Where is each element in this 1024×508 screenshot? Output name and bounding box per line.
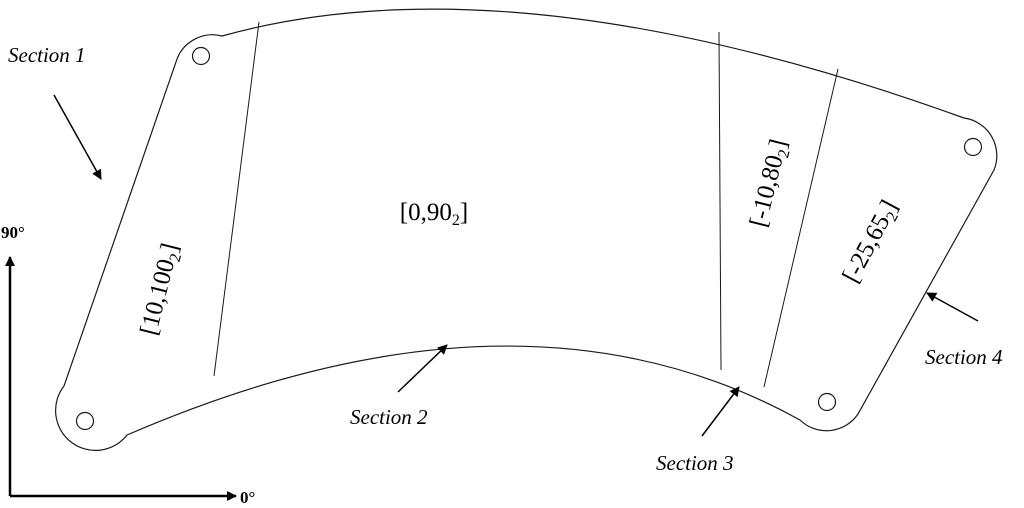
part-outline (54, 8, 998, 452)
divider-section-3-4 (763, 68, 839, 388)
section-label-1: Section 1 (8, 43, 86, 67)
divider-section-1-2 (213, 21, 260, 377)
layup-label-section-2: [0,902] (400, 199, 468, 229)
mounting-hole-bottom-right (817, 392, 837, 412)
section-label-2: Section 2 (350, 405, 428, 429)
pointer-arrow-section-2 (397, 344, 448, 393)
axis-label-90: 90° (1, 223, 25, 242)
layup-label-section-4: [-25,652] (838, 196, 906, 289)
layup-label-section-3: [-10,802] (745, 137, 796, 231)
axis-label-0: 0° (240, 488, 255, 507)
pointer-arrow-section-3 (701, 386, 740, 437)
mounting-hole-top-left (191, 46, 211, 66)
layup-label-section-1: [10,1002] (135, 241, 187, 339)
mounting-hole-top-right (963, 137, 983, 157)
mounting-hole-bottom-left (75, 411, 95, 431)
pointer-arrow-section-4 (926, 292, 979, 322)
pointer-arrow-section-1 (53, 94, 102, 180)
divider-section-2-3 (718, 31, 722, 371)
section-label-3: Section 3 (656, 451, 734, 475)
section-label-4: Section 4 (925, 345, 1003, 369)
